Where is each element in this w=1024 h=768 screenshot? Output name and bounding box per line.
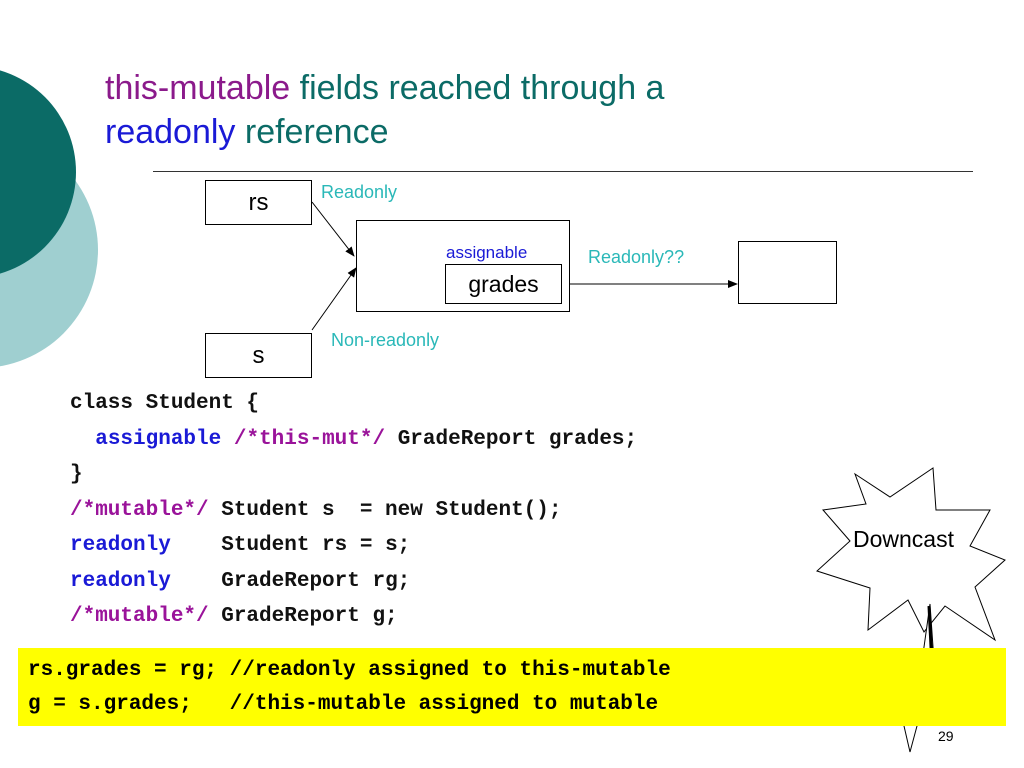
keyword-assignable: assignable	[95, 427, 222, 451]
code-line-3: }	[70, 463, 83, 486]
code-line-6: readonly GradeReport rg;	[70, 569, 411, 593]
downcast-starburst	[816, 467, 1006, 642]
title-this-mutable: this-mutable	[105, 69, 291, 107]
title-line-1: this-mutable fields reached through a	[105, 66, 664, 110]
gradereport-object-box	[738, 241, 837, 304]
grades-box: grades	[445, 264, 562, 304]
readonly-question-label: Readonly??	[588, 247, 685, 267]
downcast-label: Downcast	[853, 526, 954, 552]
highlighted-code-box: rs.grades = rg; //readonly assigned to t…	[18, 648, 1006, 726]
readonly-label: Readonly	[321, 182, 398, 202]
rs-box: rs	[205, 180, 312, 225]
comment-mutable: /*mutable*/	[70, 498, 209, 522]
code-line-5: readonly Student rs = s;	[70, 534, 411, 557]
s-box: s	[205, 333, 312, 378]
title-line-2: readonly reference	[105, 110, 664, 154]
keyword-readonly: readonly	[70, 569, 171, 593]
title-line2-rest: reference	[235, 113, 389, 151]
code-line-2: assignable /*this-mut*/ GradeReport grad…	[95, 427, 638, 451]
s-label: s	[252, 341, 265, 369]
grades-label: grades	[468, 270, 539, 297]
code-line-4: /*mutable*/ Student s = new Student();	[70, 498, 562, 522]
code-line-7: /*mutable*/ GradeReport g;	[70, 605, 398, 628]
code-block: class Student { assignable /*this-mut*/ …	[70, 386, 637, 635]
page-number: 29	[938, 728, 954, 744]
decorative-circle-dark	[0, 70, 76, 274]
non-readonly-label: Non-readonly	[331, 330, 440, 350]
highlight-line-2: g = s.grades; //this-mutable assigned to…	[28, 693, 659, 716]
code-line-1: class Student {	[70, 392, 260, 415]
assignable-label: assignable	[446, 243, 528, 262]
highlight-line-1: rs.grades = rg; //readonly assigned to t…	[28, 659, 671, 682]
title-line1-rest: fields reached through a	[290, 69, 665, 107]
keyword-readonly: readonly	[70, 534, 171, 557]
rs-label: rs	[248, 188, 269, 216]
slide-title: this-mutable fields reached through a re…	[105, 66, 664, 154]
title-readonly: readonly	[105, 113, 236, 151]
arrow-s-to-object	[311, 267, 357, 331]
comment-mutable: /*mutable*/	[70, 605, 209, 628]
arrow-rs-to-object	[311, 201, 355, 257]
comment-this-mut: /*this-mut*/	[233, 427, 386, 451]
title-divider	[153, 171, 973, 172]
